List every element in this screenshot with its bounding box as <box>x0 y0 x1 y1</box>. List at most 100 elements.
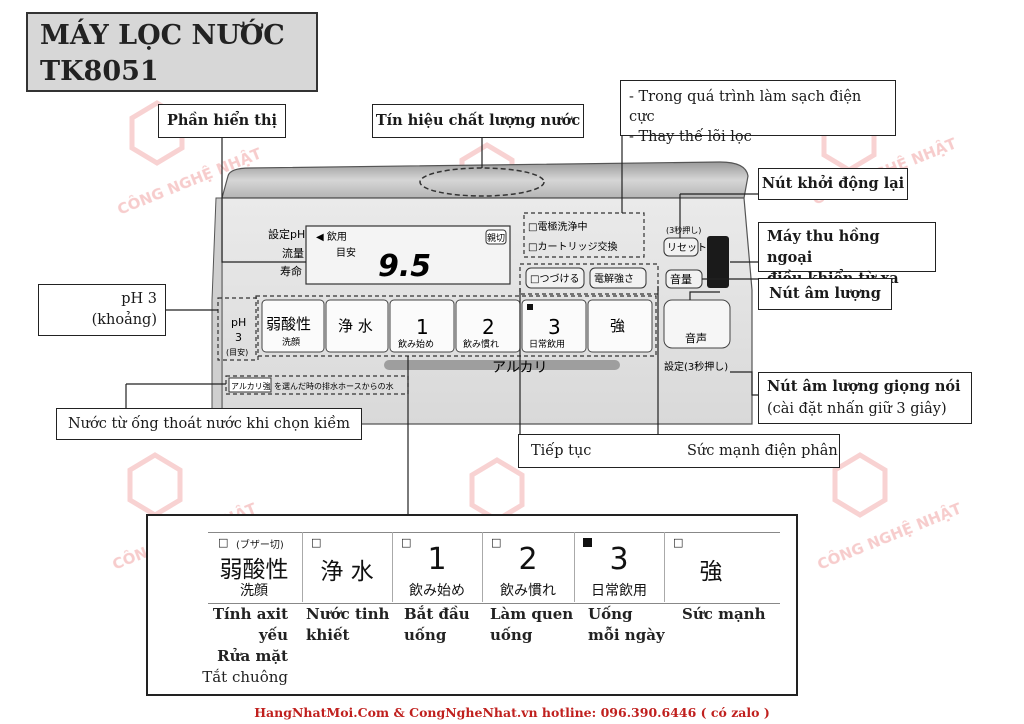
mode-level-1-checkbox: □ <box>401 536 412 549</box>
mode-strip <box>208 532 780 604</box>
small-mode-4: 2 <box>482 315 495 339</box>
mode-pure-water-checkbox: □ <box>311 536 322 549</box>
mode-weak-acid-buzzer: (ブザー切) <box>236 540 284 551</box>
ph3-line-2: (khoảng) <box>91 312 157 328</box>
panel-flow: 流量 <box>282 246 304 260</box>
caption-pure-water-1: Nước tinh <box>306 605 390 623</box>
small-mode-5: 3 <box>548 315 561 339</box>
small-mode-2: 浄 水 <box>338 317 373 335</box>
title-line-1: MÁY LỌC NƯỚC <box>40 20 285 51</box>
panel-ph-guide: (目安) <box>226 347 248 357</box>
mode-weak-acid-checkbox: □ <box>218 536 229 549</box>
panel-drain-text: を選んだ時の排水ホースからの水 <box>274 381 394 391</box>
mode-level-2-sub: 飲み慣れ <box>500 583 556 599</box>
panel-drinking: ◀ 飲用 <box>316 230 347 243</box>
caption-level-2-2: uống <box>490 626 533 644</box>
panel-reset-hint: (3秒押し) <box>666 225 701 235</box>
mode-level-2-checkbox: □ <box>491 536 502 549</box>
callout-voice-volume: Nút âm lượng giọng nói (cài đặt nhấn giữ… <box>758 372 972 424</box>
mode-pure-water: □ 浄 水 <box>302 532 391 602</box>
caption-level-3-1: Uống <box>588 605 633 623</box>
caption-pure-water: Nước tinh khiết <box>306 604 396 646</box>
caption-level-2-1: Làm quen <box>490 605 574 623</box>
title-box: MÁY LỌC NƯỚC TK8051 <box>26 12 318 92</box>
mode-level-3: 3 日常飲用 <box>574 532 663 602</box>
small-mode-3-sub: 飲み始め <box>398 338 434 350</box>
panel-cartridge-replace: □カートリッジ交換 <box>528 240 617 253</box>
mode-level-1-jp: 1 <box>427 542 447 577</box>
panel-continue-btn: □つづける <box>530 273 579 285</box>
panel-strength-btn: 電解強さ <box>594 272 634 285</box>
callout-quality-signal: Tín hiệu chất lượng nước <box>372 104 584 138</box>
voice-volume-line-1: Nút âm lượng giọng nói <box>767 378 961 395</box>
mode-level-1-sub: 飲み始め <box>409 583 465 599</box>
panel-electrode-cleaning: □電極洗浄中 <box>528 220 587 233</box>
small-mode-4-sub: 飲み慣れ <box>463 338 499 350</box>
small-mode-1: 弱酸性 <box>266 315 311 333</box>
ph3-line-1: pH 3 <box>121 291 157 307</box>
small-mode-5-sub: 日常飲用 <box>529 338 565 350</box>
caption-level-2: Làm quen uống <box>490 604 576 646</box>
panel-oyagiri: 親切 <box>487 232 505 244</box>
caption-weak-acid-2: Rửa mặt <box>217 647 288 665</box>
mode-strong: □ 強 <box>664 532 757 602</box>
title-line-2: TK8051 <box>40 56 159 87</box>
callout-volume: Nút âm lượng <box>758 278 892 310</box>
mode-pure-water-jp: 浄 水 <box>320 559 374 585</box>
mode-level-2-jp: 2 <box>518 542 538 577</box>
mode-level-1: □ 1 飲み始め <box>392 532 481 602</box>
caption-pure-water-2: khiết <box>306 626 350 644</box>
caption-strong-1: Sức mạnh <box>682 605 766 623</box>
caption-strong: Sức mạnh <box>682 604 772 625</box>
small-mode-3: 1 <box>416 315 429 339</box>
caption-weak-acid: Tính axit yếu Rửa mặt Tắt chuông <box>180 604 288 688</box>
cleaning-note-2: - Thay thế lõi lọc <box>629 129 752 145</box>
caption-level-3-2: mỗi ngày <box>588 626 665 644</box>
mode-weak-acid-sub: 洗顔 <box>240 583 268 599</box>
caption-level-1-1: Bắt đầu <box>404 605 470 623</box>
panel-set-ph: 設定pH <box>268 227 305 241</box>
panel-guide: 目安 <box>336 246 356 259</box>
mode-weak-acid: □ (ブザー切) 弱酸性 洗顔 <box>208 532 300 602</box>
caption-weak-acid-1: Tính axit yếu <box>212 605 288 644</box>
panel-voice-setting: 設定(3秒押し) <box>664 360 728 373</box>
panel-ph-label: pH <box>231 316 246 329</box>
mode-strong-checkbox: □ <box>673 536 684 549</box>
panel-ph-value: 3 <box>235 331 242 344</box>
mode-level-2: □ 2 飲み慣れ <box>482 532 573 602</box>
panel-alkali: アルカリ <box>492 360 547 376</box>
mode-level-3-sub: 日常飲用 <box>591 583 647 599</box>
panel-life: 寿命 <box>280 264 302 278</box>
caption-level-1-2: uống <box>404 626 447 644</box>
caption-level-3: Uống mỗi ngày <box>588 604 668 646</box>
electrolysis-label: Sức mạnh điện phân <box>687 443 838 459</box>
mode-detail-panel: □ (ブザー切) 弱酸性 洗顔 □ 浄 水 □ 1 飲み始め □ 2 飲み慣れ … <box>146 514 798 696</box>
callout-cleaning-notes: - Trong quá trình làm sạch điện cực - Th… <box>620 80 896 145</box>
continue-label: Tiếp tục <box>531 443 592 459</box>
caption-weak-acid-3: Tắt chuông <box>202 668 288 686</box>
voice-volume-line-2: (cài đặt nhấn giữ 3 giây) <box>767 401 947 417</box>
panel-volume-btn: 音量 <box>670 272 692 286</box>
footer-hotline: HangNhatMoi.Com & CongNgheNhat.vn hotlin… <box>254 705 770 720</box>
caption-level-1: Bắt đầu uống <box>404 604 484 646</box>
cleaning-note-1: - Trong quá trình làm sạch điện cực <box>629 89 862 125</box>
panel-voice-btn: 音声 <box>685 331 707 345</box>
callout-ph3: pH 3 (khoảng) <box>38 284 166 336</box>
mode-strong-jp: 強 <box>699 559 723 585</box>
ir-receiver-line-1: Máy thu hồng ngoại <box>767 228 880 266</box>
panel-reset-btn: リセット <box>667 242 707 254</box>
callout-display: Phần hiển thị <box>158 104 286 138</box>
wm-brand-4: CÔNG NGHỆ NHẬT <box>814 497 965 573</box>
panel-drain-tag: アルカリ強 <box>231 381 271 391</box>
callout-reset: Nút khởi động lại <box>758 168 908 200</box>
callout-ir-receiver: Máy thu hồng ngoại điều khiển từ xa <box>758 222 936 287</box>
small-mode-6: 強 <box>610 317 625 335</box>
mode-level-3-selected-marker <box>583 538 592 547</box>
mode-weak-acid-jp: 弱酸性 <box>219 557 289 583</box>
small-mode-1-sub: 洗顔 <box>282 336 300 348</box>
mode-level-3-jp: 3 <box>609 542 629 577</box>
callout-continue-electrolysis: Tiếp tục Sức mạnh điện phân <box>518 434 840 468</box>
callout-drain: Nước từ ống thoát nước khi chọn kiềm <box>56 408 362 440</box>
panel-display-value: 9.5 <box>378 249 431 284</box>
